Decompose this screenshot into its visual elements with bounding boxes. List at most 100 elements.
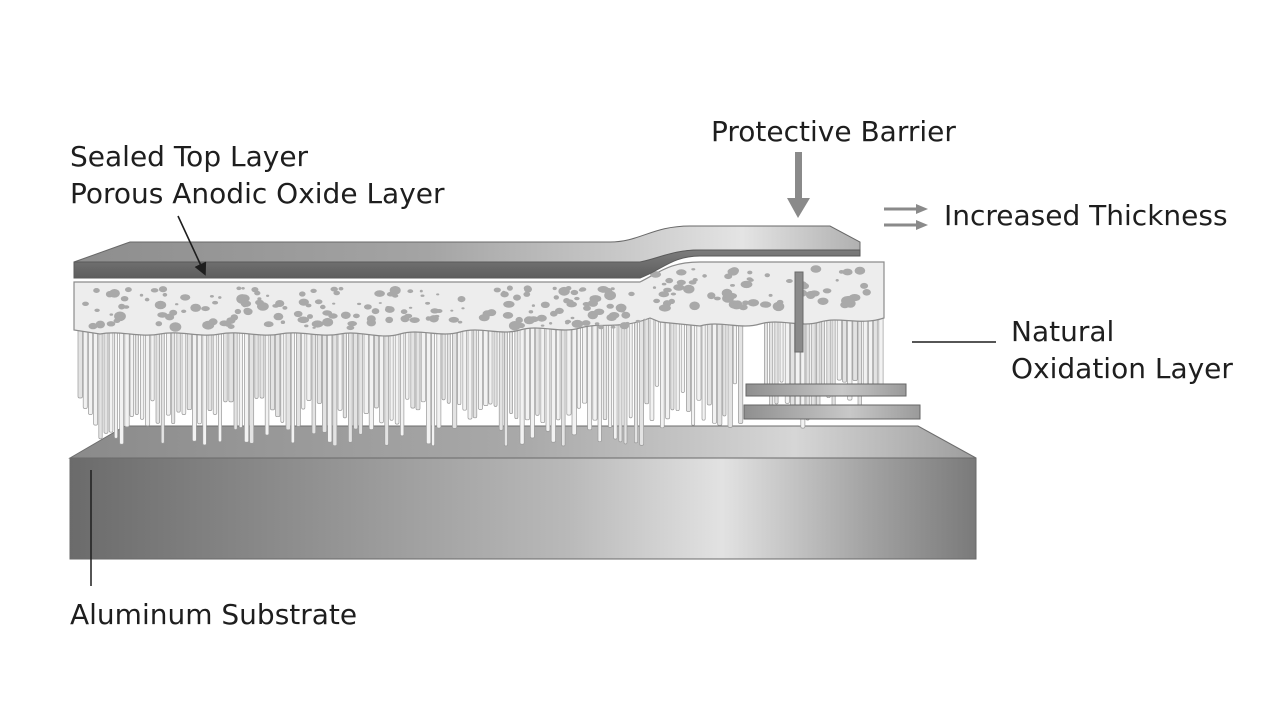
pore-dot [610, 287, 615, 291]
pore-dot [82, 301, 89, 306]
pore-dot [435, 309, 443, 313]
pore-dot [357, 302, 362, 306]
pore-dot [457, 320, 463, 324]
pore-dot [610, 316, 614, 318]
pore-dot [332, 302, 336, 305]
pore-dot [726, 292, 737, 300]
pore-column [519, 317, 525, 445]
pore-dot [764, 273, 770, 278]
pore-column [353, 317, 359, 430]
pore-dot [589, 295, 602, 303]
barrier-post-rod [794, 271, 804, 353]
pore-dot [385, 316, 394, 324]
label-sealed-top-layer: Sealed Top Layer [70, 140, 309, 173]
pore-dot [610, 325, 616, 329]
pore-dot [624, 321, 630, 326]
porous-layer-pointer-line [177, 215, 207, 276]
substrate-front-face [69, 457, 977, 560]
pore-column [436, 317, 442, 429]
pore-dot [93, 288, 100, 293]
pore-dot [139, 293, 144, 297]
pore-dot [760, 301, 772, 308]
pore-dot [263, 321, 274, 328]
pore-column [602, 317, 608, 421]
pore-dot [297, 316, 310, 324]
pore-dot [181, 309, 187, 313]
pore-dot [257, 297, 262, 301]
pore-dot [628, 291, 635, 297]
aluminum-substrate-block [68, 425, 977, 560]
pore-column [426, 317, 432, 445]
pore-dot [353, 313, 360, 319]
pore-column [192, 317, 197, 442]
pore-dot [740, 280, 753, 289]
pore-column [332, 317, 338, 447]
pore-dot [257, 302, 269, 311]
pore-column [290, 317, 295, 444]
pore-column [202, 317, 207, 446]
pore-column [535, 317, 540, 416]
pore-dot [312, 326, 316, 329]
pore-dot [304, 324, 309, 328]
pore-dot [190, 303, 202, 312]
pore-column [160, 317, 165, 444]
pore-dot [180, 294, 191, 301]
pore-column [452, 317, 458, 429]
pore-dot [425, 301, 431, 305]
pore-column [472, 317, 478, 419]
pore-dot [157, 312, 168, 318]
pore-column [233, 317, 238, 430]
pore-dot [748, 278, 754, 282]
pore-dot [663, 287, 672, 293]
pore-dot [658, 304, 671, 312]
pore-column [504, 317, 508, 447]
pore-dot [434, 314, 440, 318]
pore-dot [617, 305, 621, 308]
pore-dot [201, 306, 210, 312]
pore-dot [549, 322, 553, 325]
pore-dot [236, 286, 242, 291]
pore-dot [364, 304, 372, 310]
pore-column [639, 317, 644, 446]
pore-dot [478, 314, 490, 322]
pore-dot [409, 317, 420, 323]
pore-column [608, 317, 613, 428]
pore-dot [563, 298, 570, 304]
pore-column [218, 317, 222, 443]
pore-dot [314, 299, 323, 305]
barrier-arrow-shaft [795, 152, 802, 200]
pore-dot [209, 295, 214, 298]
pore-dot [550, 310, 558, 317]
pore-dot [727, 268, 739, 276]
pore-dot [842, 268, 853, 276]
pore-column [582, 317, 588, 404]
pore-dot [513, 294, 521, 301]
pore-dot [772, 301, 785, 312]
pore-column [514, 317, 519, 420]
pore-column [498, 317, 504, 431]
pore-column [644, 317, 650, 405]
pore-dot [676, 279, 686, 286]
pore-dot [448, 316, 459, 323]
pore-dot [202, 320, 215, 330]
pore-dot [742, 300, 750, 306]
pore-dot [503, 300, 515, 308]
pore-dot [227, 324, 235, 329]
label-increased-thickness: Increased Thickness [944, 199, 1228, 232]
pore-dot [230, 314, 239, 321]
pore-dot [731, 302, 742, 310]
pore-dot [493, 287, 501, 293]
pore-dot [282, 306, 288, 310]
pore-dot [500, 291, 509, 298]
pore-dot [702, 274, 707, 278]
pore-dot [650, 273, 656, 277]
pore-dot [536, 314, 547, 322]
label-natural: Natural [1011, 315, 1115, 348]
pore-dot [653, 298, 660, 304]
pore-dot [619, 308, 625, 313]
pore-dot [862, 289, 871, 296]
pore-column [566, 317, 572, 416]
pore-dot [601, 290, 606, 293]
